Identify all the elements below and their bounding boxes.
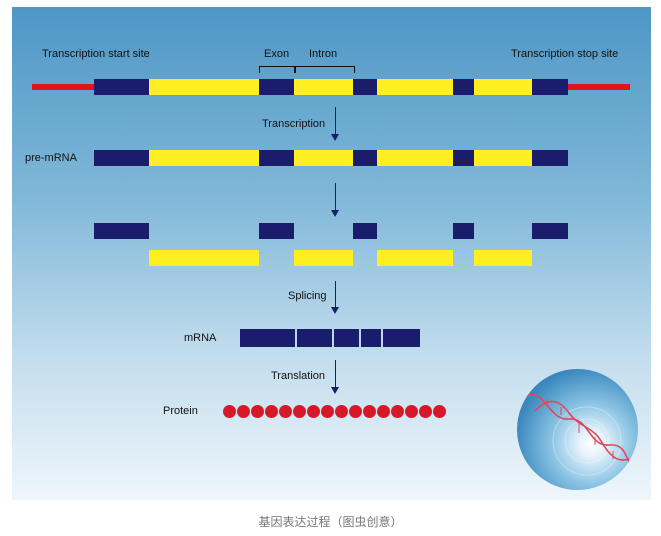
- separated-intron-2: [294, 250, 353, 266]
- amino-acid-bead: [433, 405, 446, 418]
- dna-globe-image: [517, 369, 638, 490]
- amino-acid-bead: [349, 405, 362, 418]
- separated-intron-1: [149, 250, 259, 266]
- separated-exon-3: [353, 223, 377, 239]
- transcription-arrow-head: [331, 134, 339, 141]
- splicing-arrow-head: [331, 307, 339, 314]
- separated-exon-2: [259, 223, 294, 239]
- pre-mrna-intron-1: [149, 150, 259, 166]
- amino-acid-bead: [321, 405, 334, 418]
- dna-exon-4: [453, 79, 474, 95]
- pre-mrna-exon-3: [353, 150, 377, 166]
- dna-intron-2: [294, 79, 353, 95]
- amino-acid-bead: [391, 405, 404, 418]
- amino-acid-bead: [237, 405, 250, 418]
- amino-acid-bead: [335, 405, 348, 418]
- intron-bracket: [294, 66, 355, 73]
- amino-acid-bead: [251, 405, 264, 418]
- amino-acid-bead: [307, 405, 320, 418]
- translation-step-label: Translation: [271, 370, 326, 382]
- separated-intron-3: [377, 250, 453, 266]
- separation-arrow-head: [331, 210, 339, 217]
- splicing-arrow: [335, 281, 336, 307]
- amino-acid-bead: [223, 405, 236, 418]
- mrna-exon-2: [297, 329, 332, 347]
- transcription-arrow: [335, 107, 336, 134]
- mrna-exon-3: [334, 329, 359, 347]
- mrna-exon-5: [383, 329, 420, 347]
- exon-bracket: [259, 66, 296, 73]
- intron-label: Intron: [309, 48, 338, 60]
- separated-exon-5: [532, 223, 568, 239]
- pre-mrna-label: pre-mRNA: [25, 152, 77, 164]
- dna-intron-1: [149, 79, 259, 95]
- translation-arrow-head: [331, 387, 339, 394]
- amino-acid-bead: [405, 405, 418, 418]
- mrna-label: mRNA: [184, 332, 217, 344]
- transcription-stop-label: Transcription stop site: [511, 48, 619, 60]
- dna-exon-5: [532, 79, 568, 95]
- pre-mrna-intron-3: [377, 150, 453, 166]
- upstream-flank: [32, 84, 94, 90]
- amino-acid-bead: [363, 405, 376, 418]
- amino-acid-bead: [377, 405, 390, 418]
- amino-acid-bead: [419, 405, 432, 418]
- protein-label: Protein: [163, 405, 198, 417]
- pre-mrna-exon-1: [94, 150, 149, 166]
- dna-exon-2: [259, 79, 294, 95]
- mrna-exon-4: [361, 329, 381, 347]
- dna-exon-3: [353, 79, 377, 95]
- amino-acid-bead: [293, 405, 306, 418]
- transcription-start-label: Transcription start site: [42, 48, 150, 60]
- splicing-step-label: Splicing: [288, 290, 327, 302]
- mrna-exon-1: [240, 329, 295, 347]
- dna-helix-icon: [526, 394, 636, 476]
- pre-mrna-exon-2: [259, 150, 294, 166]
- separation-arrow: [335, 183, 336, 210]
- separated-exon-1: [94, 223, 149, 239]
- separated-intron-4: [474, 250, 532, 266]
- downstream-flank: [568, 84, 630, 90]
- pre-mrna-intron-2: [294, 150, 353, 166]
- dna-exon-1: [94, 79, 149, 95]
- transcription-step-label: Transcription: [262, 118, 326, 130]
- translation-arrow: [335, 360, 336, 387]
- dna-intron-3: [377, 79, 453, 95]
- exon-label: Exon: [264, 48, 290, 60]
- dna-intron-4: [474, 79, 532, 95]
- separated-exon-4: [453, 223, 474, 239]
- pre-mrna-exon-5: [532, 150, 568, 166]
- pre-mrna-exon-4: [453, 150, 474, 166]
- figure-caption: 基因表达过程（图虫创意）: [258, 515, 403, 529]
- pre-mrna-intron-4: [474, 150, 532, 166]
- amino-acid-bead: [265, 405, 278, 418]
- amino-acid-bead: [279, 405, 292, 418]
